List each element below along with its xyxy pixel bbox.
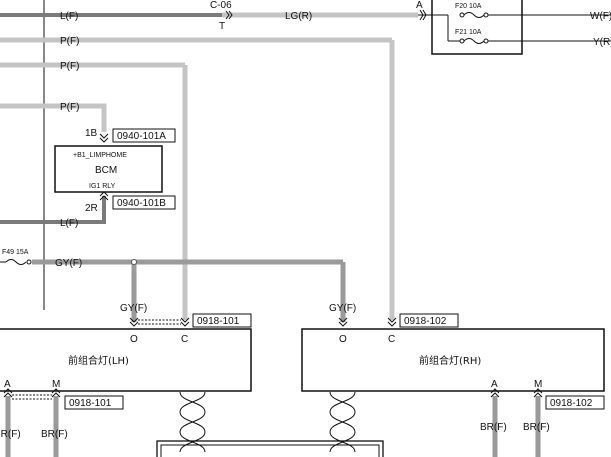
- connector-c06-pin-icon: [419, 9, 427, 21]
- label-pf-1: P(F): [60, 36, 79, 47]
- label-lamp-lh-pin-o: O: [130, 334, 138, 345]
- bottom-module-inner: [160, 444, 380, 457]
- connector-label-bcm-bottom: [112, 195, 176, 210]
- connector-rh-o-icon: [338, 317, 348, 327]
- label-connector-lamp-lh-bottom: 0918-101: [69, 398, 112, 409]
- label-lamp-rh-pin-m: M: [534, 379, 542, 390]
- wire-lf-bcm: [0, 196, 106, 224]
- connector-label-lamp-lh-top: [192, 313, 252, 328]
- label-gyf-main: GY(F): [55, 258, 82, 269]
- label-lamp-rh-pin-o: O: [339, 334, 347, 345]
- fuse-box: [431, 0, 523, 55]
- label-lamp-lh-pin-m: M: [52, 379, 60, 390]
- label-lg: LG(R): [285, 11, 312, 22]
- bottom-module-outline: [156, 440, 384, 457]
- label-lf-bcm: L(F): [60, 218, 78, 229]
- label-connector-lamp-rh-bottom: 0918-102: [550, 398, 593, 409]
- label-connector-bcm-top: 0940-101A: [117, 131, 166, 142]
- fuse-f49-right: [26, 259, 32, 265]
- label-connector-bcm-bottom: 0940-101B: [117, 198, 166, 209]
- label-fuse-f49: F49 15A: [2, 249, 29, 256]
- fuse-f21-right: [483, 38, 489, 44]
- label-lamp-lh: 前组合灯(LH): [68, 354, 129, 367]
- lamp-lh-box: [0, 328, 252, 392]
- label-connector-lamp-rh-top: 0918-102: [404, 316, 447, 327]
- bcm-module: [54, 145, 163, 193]
- label-bcm-line3: IG1 RLY: [89, 183, 116, 190]
- label-c06-pin-a: A: [416, 0, 423, 11]
- label-lamp-rh-pin-a: A: [491, 379, 498, 390]
- connector-lh-a-icon: [3, 388, 13, 398]
- label-brf-lh-a: BR(F): [0, 429, 21, 440]
- twisted-pair-rh-b: [329, 391, 356, 453]
- label-bcm-name: BCM: [95, 165, 117, 176]
- label-lamp-rh-pin-c: C: [388, 334, 395, 345]
- connector-bcm-top-icon: [99, 133, 109, 143]
- splice-dot: [131, 259, 137, 265]
- lamp-rh-box: [301, 328, 605, 392]
- fuse-f20-right: [483, 12, 489, 18]
- label-connector-lamp-lh-top: 0918-101: [197, 316, 240, 327]
- connector-lh-c-icon: [180, 317, 190, 327]
- label-gyf-rh: GY(F): [329, 303, 356, 314]
- connector-rh-c-icon: [387, 317, 397, 327]
- connector-c06-icon: [225, 10, 233, 20]
- label-wf: W(F): [590, 11, 611, 22]
- label-brf-lh-m: BR(F): [41, 429, 68, 440]
- connector-rh-m-icon: [533, 388, 543, 398]
- fuse-f49-icon: [5, 259, 27, 265]
- wire-pf-3: [0, 103, 107, 132]
- fuse-f20-icon: [463, 12, 485, 18]
- label-bcm-pin-top: 1B: [85, 128, 98, 139]
- label-lamp-lh-pin-c: C: [181, 334, 188, 345]
- connector-label-lamp-rh-top: [399, 313, 459, 328]
- label-bcm-line1: +B1_LIMPHOME: [73, 152, 127, 159]
- label-bcm-pin-bottom: 2R: [85, 203, 98, 214]
- connector-label-bcm-top: [112, 128, 176, 143]
- label-gyf-lh: GY(F): [120, 303, 147, 314]
- connector-lh-m-icon: [51, 388, 61, 398]
- fuse-f21-left: [459, 38, 465, 44]
- fuse-f20-left: [459, 12, 465, 18]
- label-c06-pin-t: T: [219, 21, 225, 32]
- fuse-f21-icon: [463, 38, 485, 44]
- label-brf-rh-a: BR(F): [480, 422, 507, 433]
- label-fuse-f21: F21 10A: [455, 29, 482, 36]
- label-yr: Y(R): [593, 37, 611, 48]
- twisted-pair-lh-b: [179, 391, 206, 453]
- label-lf-top: L(F): [60, 11, 78, 22]
- connector-lh-o-icon: [129, 317, 139, 327]
- label-fuse-f20: F20 10A: [455, 3, 482, 10]
- connector-label-lamp-rh-bottom: [545, 395, 605, 410]
- label-pf-2: P(F): [60, 61, 79, 72]
- label-pf-3: P(F): [60, 102, 79, 113]
- label-lamp-lh-pin-a: A: [4, 379, 11, 390]
- connector-label-lamp-lh-bottom: [64, 395, 124, 410]
- connector-rh-a-icon: [490, 388, 500, 398]
- label-brf-rh-m: BR(F): [523, 422, 550, 433]
- label-lamp-rh: 前组合灯(RH): [419, 354, 481, 367]
- label-connector-c06: C-06: [210, 0, 232, 11]
